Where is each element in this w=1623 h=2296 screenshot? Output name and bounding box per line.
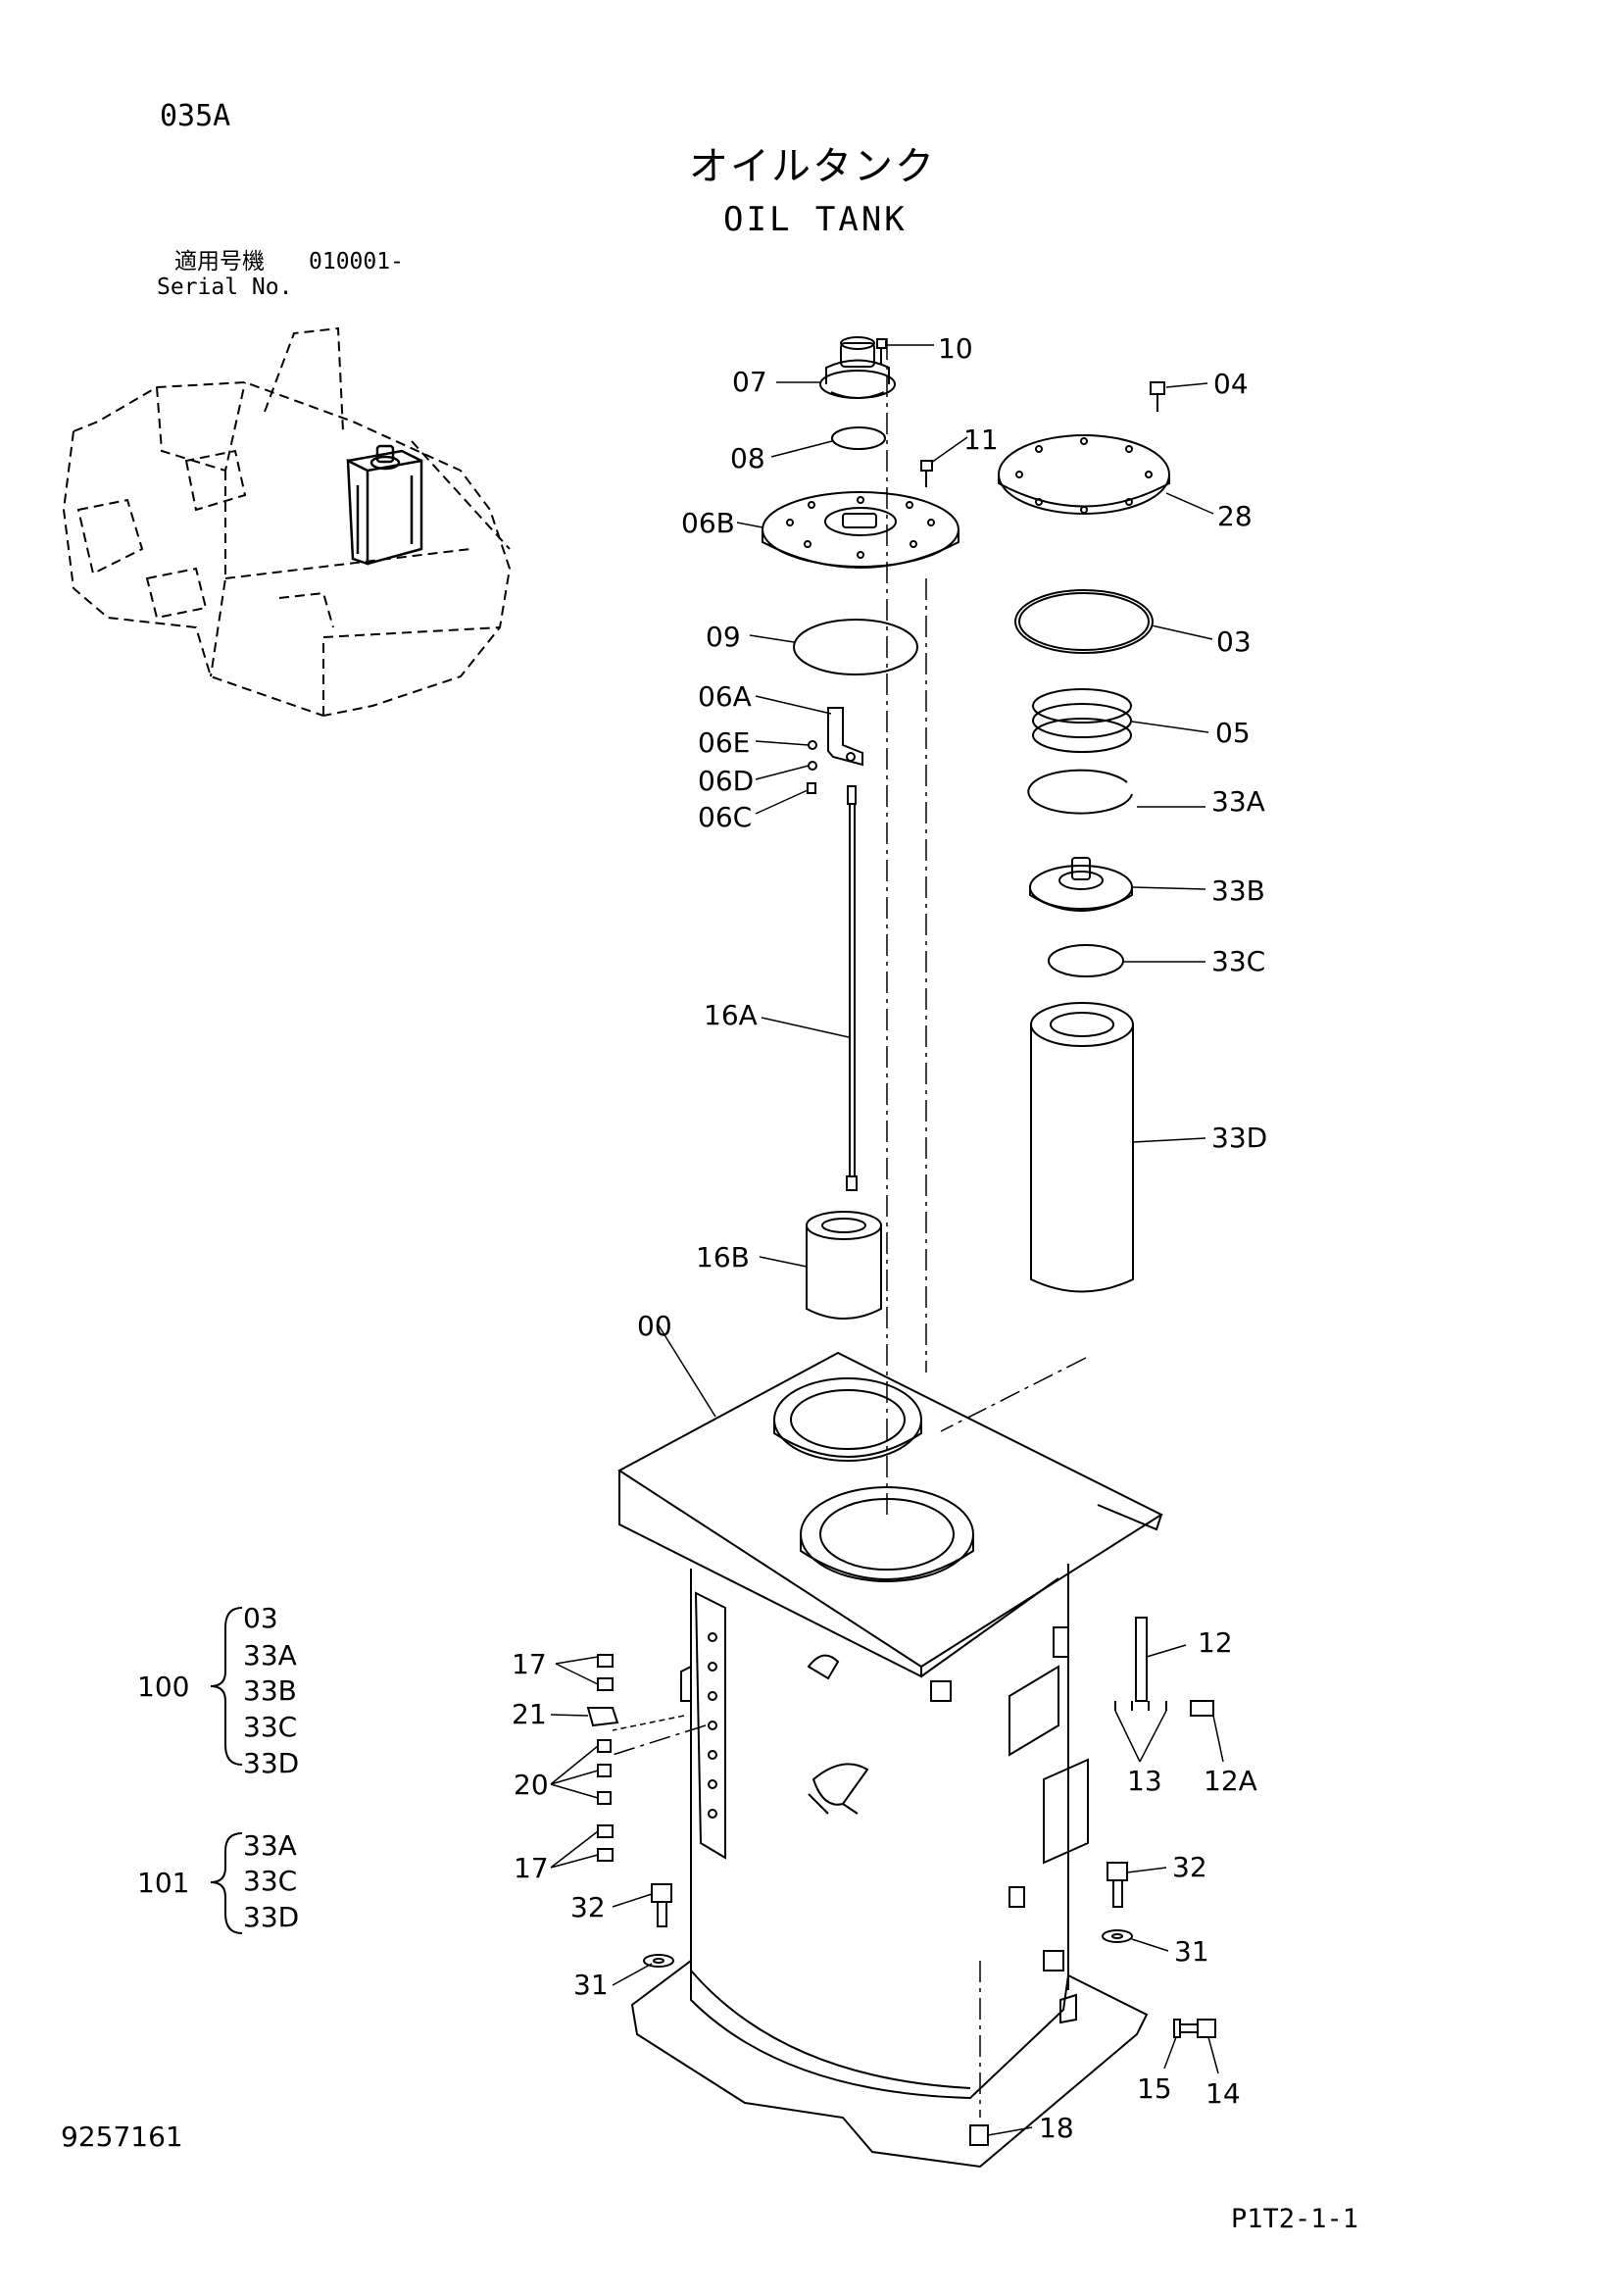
- kit-101-item: 33A: [243, 1829, 297, 1862]
- assembly-axis-lines: [612, 338, 1087, 2118]
- callout-04: 04: [1213, 368, 1249, 400]
- inset-oil-tank-highlight: [346, 444, 423, 566]
- kit-100-item: 33C: [243, 1711, 297, 1743]
- callout-17-upper: 17: [512, 1648, 547, 1680]
- kit-100-item: 33B: [243, 1674, 297, 1707]
- callout-31-right: 31: [1174, 1935, 1209, 1968]
- sheet-code: P1T2-1-1: [1231, 2204, 1359, 2234]
- part-16B-float: [806, 1211, 882, 1320]
- callout-14: 14: [1205, 2077, 1241, 2110]
- callout-18: 18: [1039, 2112, 1074, 2144]
- callout-33A: 33A: [1211, 785, 1265, 818]
- callout-12A: 12A: [1204, 1765, 1257, 1797]
- part-12-rod: [1135, 1617, 1148, 1702]
- part-32-bolt-left: [651, 1883, 672, 1927]
- page-code: 035A: [160, 99, 231, 133]
- title-english: OIL TANK: [723, 200, 908, 239]
- callout-10: 10: [938, 332, 973, 365]
- kit-100-item: 33D: [243, 1747, 299, 1779]
- part-32-bolt-right: [1107, 1862, 1128, 1908]
- callout-00: 00: [637, 1310, 672, 1342]
- callout-07: 07: [732, 366, 767, 398]
- part-17-bolts-upper: [597, 1654, 614, 1691]
- part-03-o-ring: [1014, 589, 1154, 654]
- leader-lines: [550, 344, 1224, 2136]
- part-00-tank-body: [617, 1351, 1164, 2169]
- callout-16A: 16A: [704, 999, 758, 1031]
- callout-03: 03: [1216, 625, 1252, 658]
- part-04-bolt: [1150, 381, 1165, 412]
- callout-33C: 33C: [1211, 945, 1265, 977]
- part-28-cover: [998, 434, 1170, 515]
- callout-32-right: 32: [1172, 1851, 1207, 1883]
- part-20-bolts: [597, 1739, 612, 1805]
- kit-100-brace: [210, 1607, 243, 1766]
- kit-100-item: 33A: [243, 1639, 297, 1672]
- kit-101-id: 101: [137, 1867, 189, 1899]
- part-33C-o-ring: [1048, 944, 1124, 977]
- part-11-bolt: [920, 460, 933, 487]
- callout-labels: 10 07 04 08 11 06B 28 09 03 06A 06E 06D …: [137, 332, 1267, 2144]
- kit-101-item: 33D: [243, 1901, 299, 1933]
- kit-100-item: 03: [243, 1602, 278, 1634]
- part-06B-flange: [762, 491, 959, 569]
- part-21-connector: [586, 1707, 619, 1727]
- callout-06E: 06E: [698, 726, 750, 759]
- callout-06A: 06A: [698, 680, 752, 713]
- part-13-clamps: [1114, 1701, 1167, 1711]
- serial-label-japanese: 適用号機: [174, 249, 265, 275]
- machine-location-inset: [62, 326, 512, 717]
- callout-12: 12: [1198, 1626, 1233, 1659]
- callout-33B: 33B: [1211, 874, 1265, 907]
- part-31-washer-left: [643, 1954, 674, 1968]
- callout-05: 05: [1215, 717, 1251, 749]
- part-07-filler-cap: [819, 336, 896, 399]
- part-33A-snap-ring: [1027, 769, 1133, 815]
- callout-11: 11: [963, 424, 999, 456]
- part-06C-nut: [807, 782, 816, 794]
- callout-16B: 16B: [696, 1241, 750, 1273]
- part-05-spring: [1032, 688, 1132, 753]
- callout-15: 15: [1137, 2072, 1172, 2105]
- serial-label-english: Serial No.: [157, 275, 293, 300]
- callout-28: 28: [1217, 500, 1253, 532]
- title-japanese: オイルタンク: [689, 144, 936, 189]
- callout-20: 20: [514, 1769, 549, 1801]
- part-12A-pin: [1190, 1700, 1214, 1717]
- kit-101-brace: [210, 1832, 243, 1934]
- part-08-o-ring: [831, 426, 886, 450]
- callout-21: 21: [512, 1698, 547, 1730]
- part-33D-filter-element: [1030, 1002, 1134, 1293]
- callout-13: 13: [1127, 1765, 1162, 1797]
- serial-value: 010001-: [309, 249, 404, 275]
- part-06D-washer: [808, 761, 817, 771]
- part-15-washer: [1173, 2019, 1181, 2038]
- callout-06C: 06C: [698, 801, 752, 833]
- callout-08: 08: [730, 442, 765, 474]
- callout-09: 09: [706, 621, 741, 653]
- part-06A-bracket: [827, 707, 863, 767]
- part-31-washer-right: [1102, 1929, 1133, 1943]
- part-16A-float-rod: [846, 785, 858, 1191]
- callout-06D: 06D: [698, 765, 754, 797]
- kit-100-id: 100: [137, 1671, 189, 1703]
- callout-17-lower: 17: [514, 1852, 549, 1884]
- part-14-plug: [1181, 2019, 1216, 2038]
- callout-06B: 06B: [681, 507, 735, 539]
- part-06E-washer: [808, 740, 817, 750]
- document-number: 9257161: [61, 2121, 183, 2153]
- part-33B-valve: [1029, 857, 1133, 912]
- part-18-drain-plug: [969, 2124, 989, 2146]
- part-09-gasket: [793, 619, 918, 675]
- part-17-bolts-lower: [597, 1824, 614, 1862]
- kit-101-item: 33C: [243, 1865, 297, 1897]
- part-10-bolt: [876, 338, 887, 365]
- callout-31-left: 31: [573, 1969, 609, 2001]
- callout-32-left: 32: [570, 1891, 606, 1923]
- callout-33D: 33D: [1211, 1122, 1267, 1154]
